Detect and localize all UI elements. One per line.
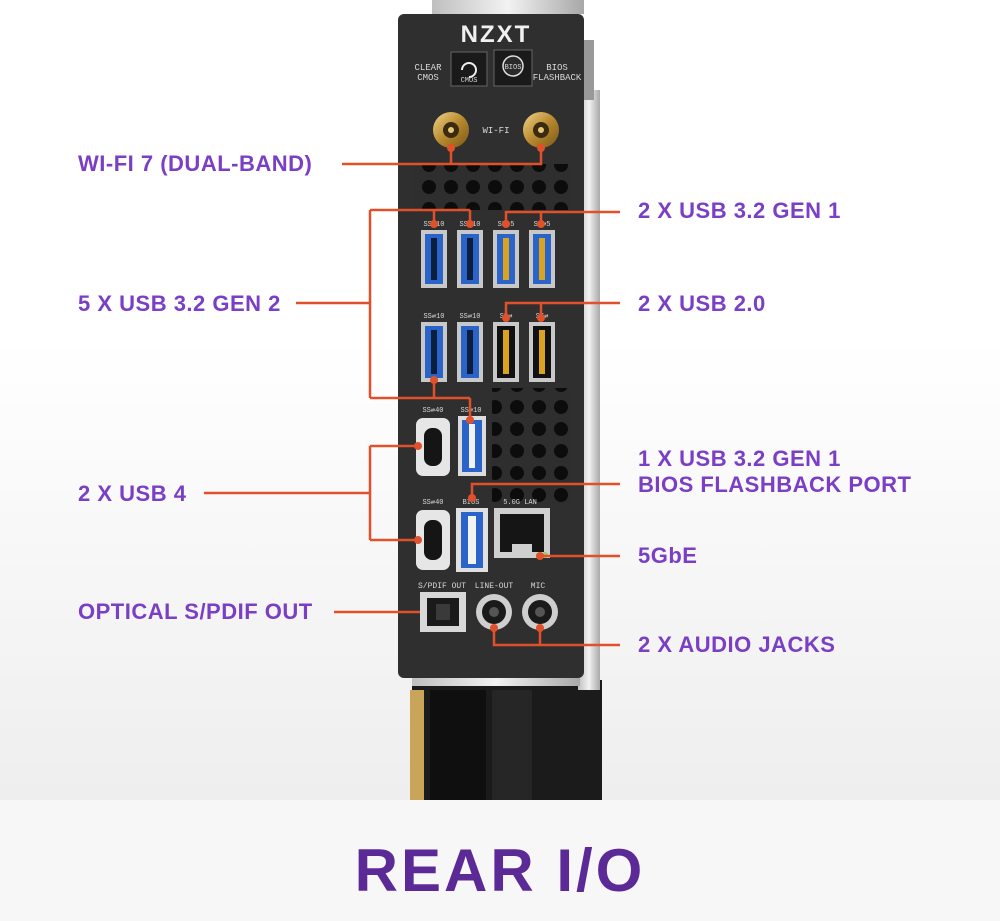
usb-c-port <box>416 510 450 570</box>
usb-row-1: SS⇄10 SS⇄10 SS⇄5 SS⇄5 <box>421 221 555 288</box>
leader-flashback <box>470 482 620 498</box>
usb-port <box>493 230 519 288</box>
leader-dots <box>414 144 545 632</box>
svg-text:SS⇄10: SS⇄10 <box>423 313 444 321</box>
callout-flashback-line1: 1 X USB 3.2 GEN 1 <box>638 446 841 471</box>
svg-text:SS⇄10: SS⇄10 <box>459 313 480 321</box>
usb-row-2: SS⇄10 SS⇄10 SS⇄ SS⇄ <box>421 313 555 382</box>
svg-text:CMOS: CMOS <box>461 77 478 85</box>
leader-usb-gen1 <box>504 210 620 222</box>
clear-cmos-label: CLEAR CMOS <box>414 63 442 83</box>
callout-usb-gen1: 2 X USB 3.2 GEN 1 <box>638 198 841 223</box>
callout-flashback-line2: BIOS FLASHBACK PORT <box>638 472 912 497</box>
vent-grid-top <box>414 164 572 210</box>
audio-labels: S/PDIF OUT LINE-OUT MIC <box>418 582 545 591</box>
line-out-jack <box>476 594 512 630</box>
lan-port <box>494 508 550 558</box>
callout-usb-gen2: 5 X USB 3.2 GEN 2 <box>78 291 281 316</box>
wifi-label: WI-FI <box>482 126 509 136</box>
svg-text:5.0G LAN: 5.0G LAN <box>503 499 537 507</box>
wifi-antenna-right <box>523 112 559 148</box>
svg-text:BIOS: BIOS <box>546 63 568 73</box>
mic-jack <box>522 594 558 630</box>
usb-row-4: SS⇄40 BIOS 5.0G LAN <box>416 499 550 572</box>
svg-text:S/PDIF OUT: S/PDIF OUT <box>418 582 466 591</box>
callout-wifi: WI-FI 7 (DUAL-BAND) <box>78 151 313 176</box>
spdif-port <box>420 592 466 632</box>
svg-text:SS⇄40: SS⇄40 <box>422 499 443 507</box>
page-title: REAR I/O <box>354 837 646 904</box>
brand-logo: NZXT <box>461 21 532 48</box>
usb-port <box>421 322 447 382</box>
usb-port <box>493 322 519 382</box>
leader-usb4 <box>204 444 418 542</box>
board-stand <box>410 680 602 800</box>
usb-port <box>458 416 486 476</box>
svg-text:BIOS: BIOS <box>505 64 522 72</box>
callout-audio: 2 X AUDIO JACKS <box>638 632 836 657</box>
usb-port <box>421 230 447 288</box>
svg-text:CMOS: CMOS <box>417 73 439 83</box>
svg-text:FLASHBACK: FLASHBACK <box>533 73 582 83</box>
io-diagram: NZXT CLEAR CMOS CMOS BIOS BIOS FLASHBACK… <box>204 0 620 800</box>
wifi-antenna-left <box>433 112 469 148</box>
refresh-icon <box>461 62 477 78</box>
svg-text:LINE-OUT: LINE-OUT <box>475 582 514 591</box>
clear-cmos-button[interactable]: CMOS <box>450 51 488 87</box>
svg-text:CLEAR: CLEAR <box>414 63 442 73</box>
usb-port <box>457 322 483 382</box>
svg-text:BIOS: BIOS <box>463 499 480 507</box>
callout-usb20: 2 X USB 2.0 <box>638 291 766 316</box>
bios-flashback-button[interactable]: BIOS <box>493 49 533 87</box>
usb-port <box>529 230 555 288</box>
callout-spdif: OPTICAL S/PDIF OUT <box>78 599 313 624</box>
svg-text:MIC: MIC <box>531 582 546 591</box>
footer-band <box>0 800 1000 921</box>
usb-c-port <box>416 418 450 476</box>
svg-text:SS⇄40: SS⇄40 <box>422 407 443 415</box>
rear-io-illustration: NZXT CLEAR CMOS CMOS BIOS BIOS FLASHBACK… <box>204 0 620 800</box>
bios-flashback-label: BIOS FLASHBACK <box>533 63 582 83</box>
bios-usb-port <box>456 508 488 572</box>
callout-usb4: 2 X USB 4 <box>78 481 187 506</box>
usb-port <box>529 322 555 382</box>
usb-port <box>457 230 483 288</box>
vent-grid-side <box>492 388 572 504</box>
leader-usb-gen2 <box>296 208 472 420</box>
callout-lan: 5GbE <box>638 543 698 568</box>
